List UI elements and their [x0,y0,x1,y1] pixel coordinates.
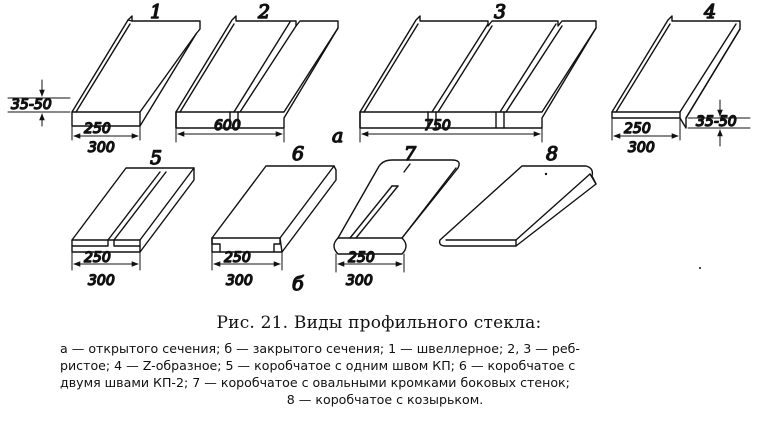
width-dimension-3 [359,127,543,143]
width-dimension-1 [71,125,141,141]
height-dim-left-text: 35-50 [11,97,52,113]
width-6-top: 250 [224,250,251,266]
profile-8-number: 8 [546,143,558,165]
width-7-bottom: 300 [346,273,373,289]
profile-3-ribbed [359,15,597,129]
height-dim-right-text: 35-50 [696,114,737,130]
width-2-text: 600 [214,118,241,134]
legend-line-2: ристое; 4 — Z-образное; 5 — коробчатое с… [60,358,576,373]
width-dimension-4 [611,117,681,141]
profile-glass-drawing: 1 35-50 250 300 2 600 [7,0,751,296]
figure-caption: Рис. 21. Виды профильного стекла: [216,313,542,333]
profile-3-number: 3 [494,1,506,23]
speck-dot-2 [699,267,701,269]
profile-7-number: 7 [404,143,417,165]
width-dimension-5 [71,251,141,271]
width-5-top: 250 [84,250,111,266]
profile-5-box [71,167,195,253]
section-a-label: а [332,125,343,147]
width-4-top: 250 [624,121,651,137]
width-dimension-2 [175,127,285,143]
profile-6-box [211,165,337,253]
profile-4-number: 4 [703,1,716,23]
profile-1-channel [71,15,201,127]
profile-5-number: 5 [150,147,162,169]
width-5-bottom: 300 [88,273,115,289]
width-4-bottom: 300 [628,140,655,156]
profile-7-oval-box [333,159,460,255]
legend-line-4: 8 — коробчатое с козырьком. [286,392,484,407]
width-dimension-6 [211,251,283,271]
profile-8-visor-box [438,165,597,247]
width-dimension-7 [335,253,405,273]
height-dimension-right [687,99,751,147]
speck-dot [544,172,548,176]
profile-2-number: 2 [257,1,270,23]
width-1-top: 250 [84,121,111,137]
width-3-text: 750 [424,118,451,134]
profile-2-ribbed [175,15,339,129]
height-dimension-left [7,79,71,127]
width-1-bottom: 300 [88,140,115,156]
figure-legend: а — открытого сечения; б — закрытого сеч… [60,340,710,408]
profile-6-number: 6 [292,143,304,165]
width-6-bottom: 300 [226,273,253,289]
section-b-label: б [292,273,304,295]
profile-4-z [611,15,741,129]
width-7-top: 250 [348,250,375,266]
legend-line-3: двумя швами КП-2; 7 — коробчатое с оваль… [60,375,570,390]
legend-line-1: а — открытого сечения; б — закрытого сеч… [60,341,580,356]
profile-1-number: 1 [150,1,162,23]
